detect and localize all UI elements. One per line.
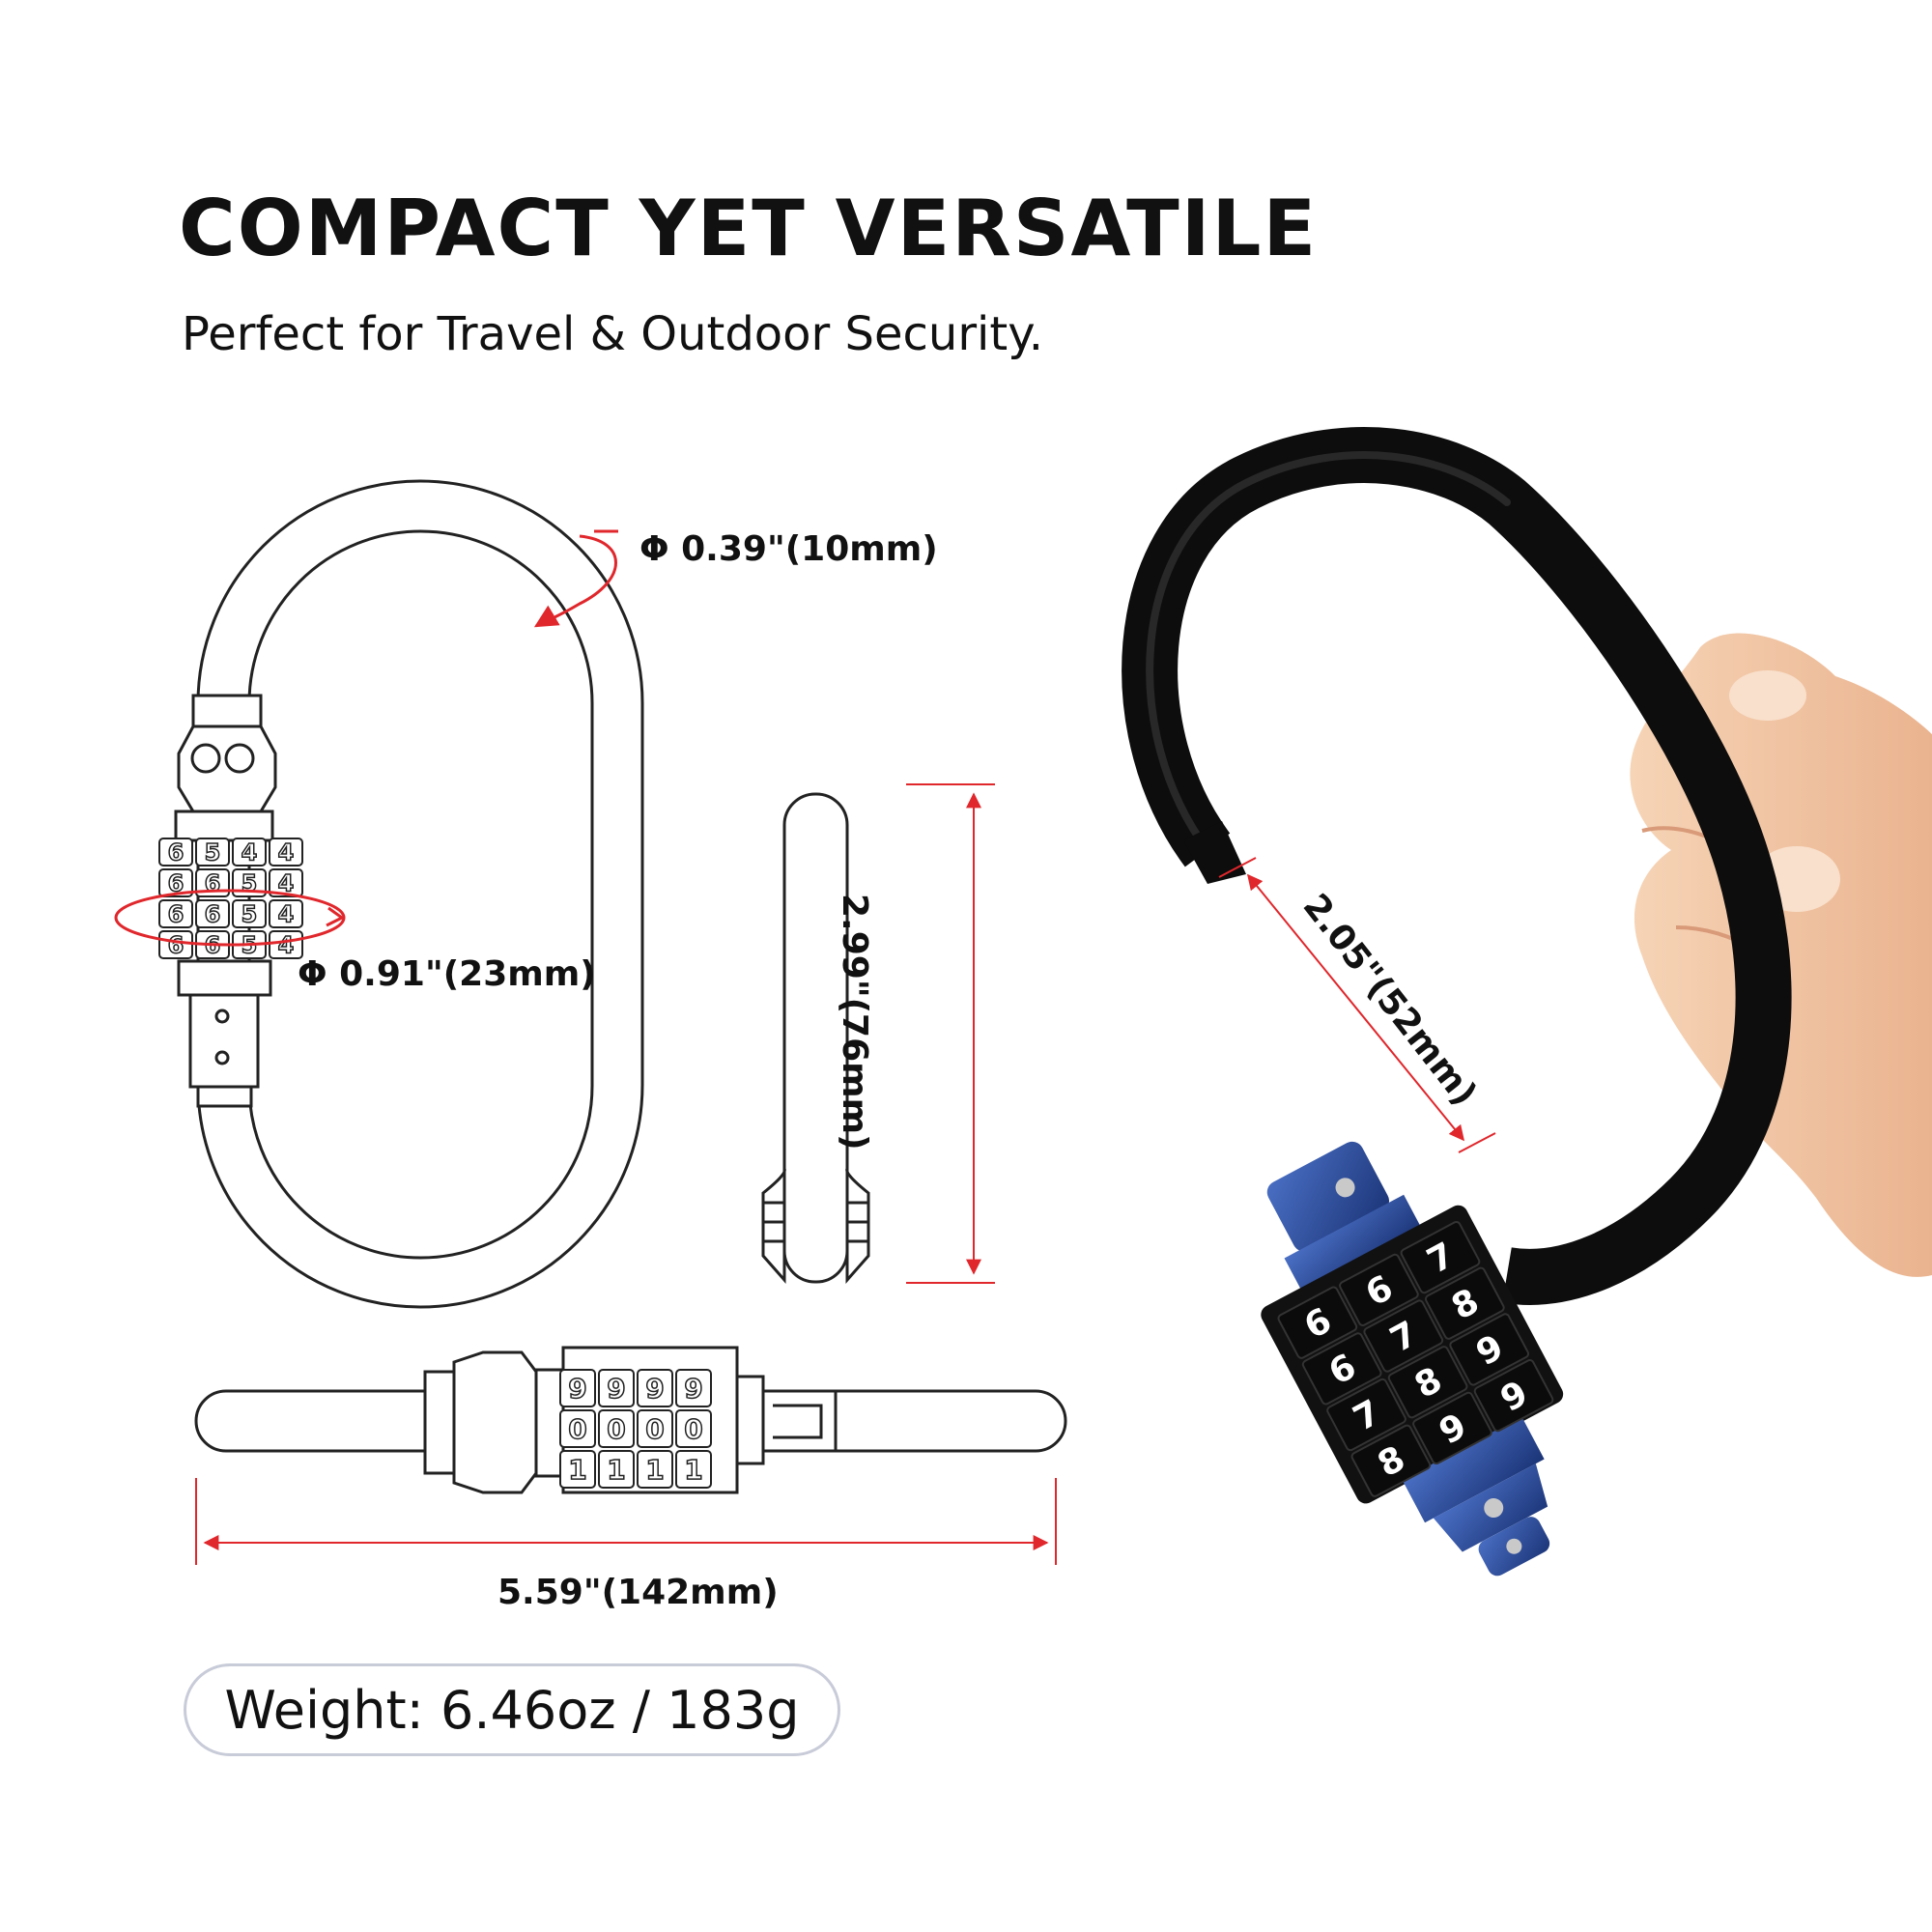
dial-digit: 0 [607, 1413, 625, 1445]
dial-cell [269, 838, 303, 867]
dial-digit: 1 [684, 1454, 702, 1486]
dial-digit: 6 [168, 870, 185, 897]
dial-digit: 1 [568, 1454, 586, 1486]
dial-digit: 1 [645, 1454, 664, 1486]
dial-cell [1449, 1313, 1530, 1386]
dial-cell [675, 1409, 712, 1448]
dial-cell [158, 899, 193, 928]
dial-cell [195, 899, 230, 928]
dial-digit: 5 [205, 839, 221, 867]
dial-cell [232, 899, 267, 928]
dial-digit: 4 [242, 839, 258, 867]
dial-digit: 4 [278, 839, 295, 867]
rotation-arrow-dial [114, 889, 346, 947]
dial-digit: 9 [645, 1373, 664, 1405]
dial-cell [269, 868, 303, 897]
dial-digit: 0 [568, 1413, 586, 1445]
dial-cell [232, 838, 267, 867]
gate-opening-dimension [1218, 857, 1496, 1153]
dial-cell [559, 1369, 596, 1407]
tube-diameter-label: Φ 0.39"(10mm) [639, 529, 938, 569]
dial-digit: 0 [645, 1413, 664, 1445]
dial-cell [559, 1450, 596, 1489]
dial-digit: 1 [607, 1454, 625, 1486]
page-subtitle: Perfect for Travel & Outdoor Security. [182, 307, 1044, 361]
dial-digit: 6 [205, 870, 221, 897]
page-title: COMPACT YET VERSATILE [179, 184, 1319, 273]
dial-cell [1301, 1332, 1382, 1406]
dial-cell [1473, 1358, 1554, 1433]
side-height-dimension [906, 783, 995, 1284]
dial-cell [637, 1450, 673, 1489]
dial-cell [158, 838, 193, 867]
rotation-arrow-tube [533, 529, 618, 628]
dial-cell [598, 1450, 635, 1489]
dial-cell [1387, 1346, 1468, 1419]
dial-cell [1339, 1253, 1419, 1327]
dial-digit: 6 [168, 901, 185, 928]
dial-cell [598, 1409, 635, 1448]
length-dimension [195, 1478, 1057, 1565]
dial-digit: 9 [607, 1373, 625, 1405]
dial-cell [269, 930, 303, 959]
dial-digit: 6 [168, 932, 185, 959]
dial-cell [637, 1369, 673, 1407]
dial-cell [675, 1450, 712, 1489]
dial-digit: 9 [684, 1373, 702, 1405]
dial-digit: 4 [278, 932, 295, 959]
dial-digit: 4 [278, 870, 295, 897]
dial-cell [1350, 1424, 1432, 1497]
dial-cell [1277, 1286, 1358, 1359]
dial-diameter-label: Φ 0.91"(23mm) [298, 954, 596, 994]
black-carabiner [1122, 427, 1792, 1305]
dial-cell [195, 838, 230, 867]
dial-cell [1424, 1266, 1505, 1340]
dial-cell [269, 899, 303, 928]
side-height-label: 2.99"(76mm) [835, 894, 874, 1151]
dial-cell [1326, 1378, 1406, 1452]
dial-cell [675, 1369, 712, 1407]
dial-cell [1412, 1391, 1492, 1465]
dial-cell [1400, 1220, 1481, 1294]
weight-badge: Weight: 6.46oz / 183g [184, 1663, 840, 1756]
side-view-carabiner [761, 792, 870, 1284]
dial-cell [598, 1369, 635, 1407]
dial-digit: 6 [168, 839, 185, 867]
dial-cell [158, 868, 193, 897]
dial-cell [559, 1409, 596, 1448]
dial-digit: 5 [242, 870, 258, 897]
length-label: 5.59"(142mm) [497, 1573, 779, 1612]
dial-digit: 6 [205, 901, 221, 928]
dial-digit: 5 [242, 901, 258, 928]
dial-digit: 4 [278, 901, 295, 928]
dial-digit: 0 [684, 1413, 702, 1445]
dial-cell [1363, 1299, 1444, 1373]
dial-cell [637, 1409, 673, 1448]
dial-digit: 9 [568, 1373, 586, 1405]
